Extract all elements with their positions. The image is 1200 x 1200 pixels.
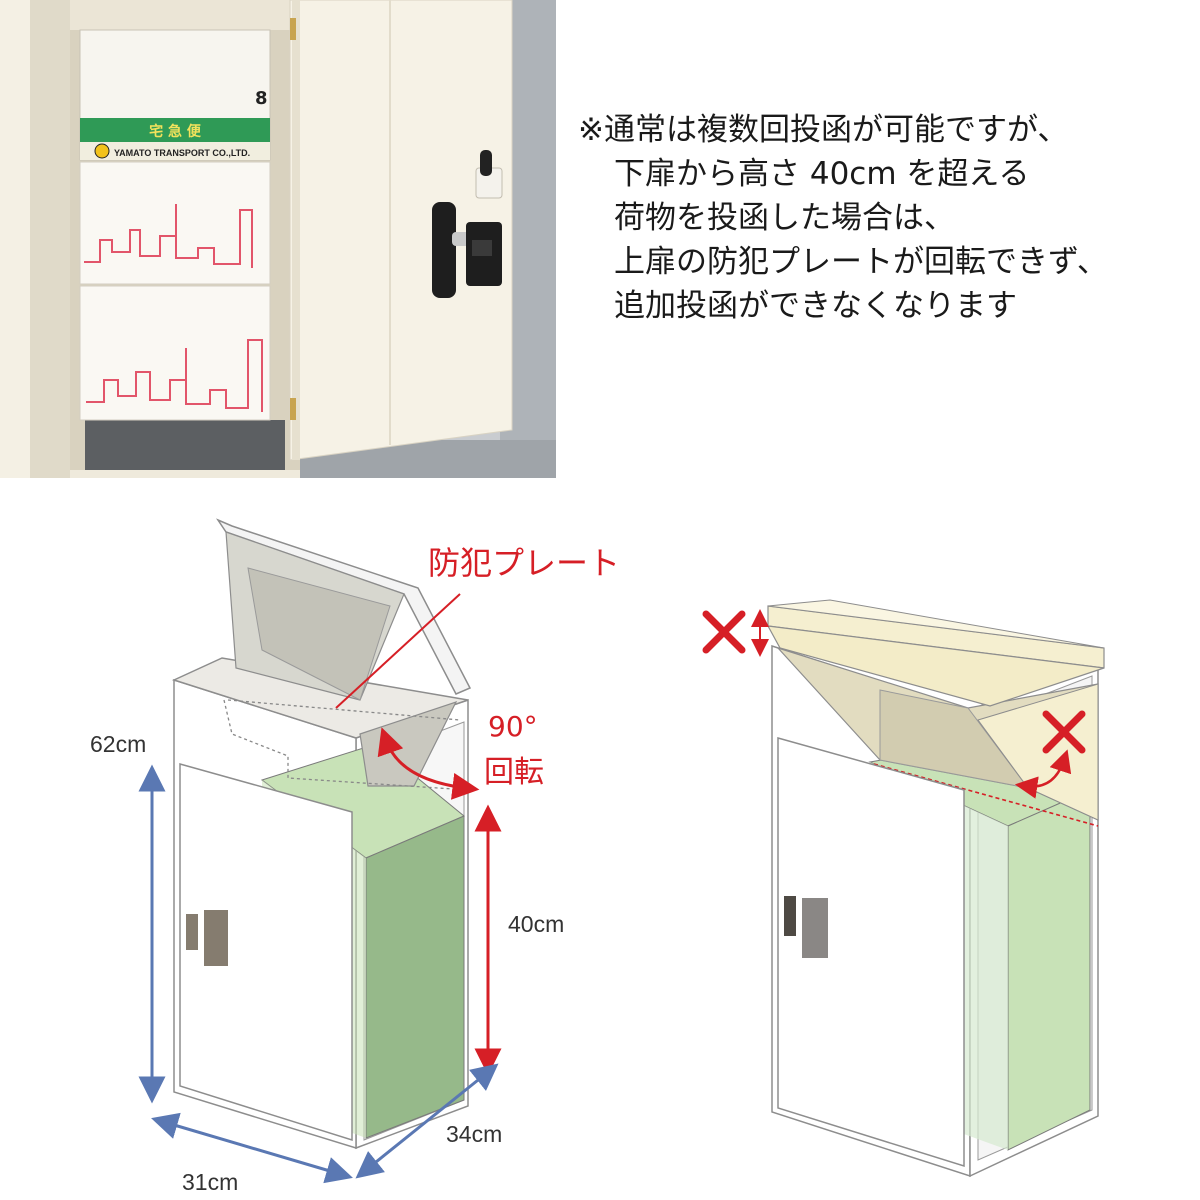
- rotation-label: 回転: [484, 755, 544, 790]
- product-photo: 8 宅 急 便 YAMATO TRANSPORT CO.,LTD.: [0, 0, 556, 478]
- right-lower-door: [777, 737, 965, 1168]
- width-label: 31cm: [182, 1169, 238, 1195]
- plate-blocked-x-icon: [1042, 710, 1086, 754]
- depth-arrow: [355, 1063, 499, 1179]
- right-diagram: [702, 599, 1105, 1178]
- note-line-1: ※通常は複数回投函が可能ですが、: [578, 112, 1069, 148]
- caution-note: ※通常は複数回投函が可能ですが、 下扉から高さ 40cm を超える 荷物を投函し…: [578, 108, 1198, 328]
- left-diagram: 防犯プレート 90° 回転 62cm 40cm 31cm 34cm: [90, 518, 620, 1195]
- height-limit-label: 40cm: [508, 911, 564, 937]
- right-parcel-side: [1007, 789, 1091, 1151]
- box-band-text: 宅 急 便: [149, 123, 202, 140]
- depth-label: 34cm: [446, 1121, 502, 1147]
- height-total-label: 62cm: [90, 731, 146, 757]
- parcel-side: [365, 815, 465, 1139]
- door-handle: [186, 914, 198, 950]
- security-plate-label: 防犯プレート: [428, 544, 620, 582]
- lid-blocked-x-icon: [702, 610, 746, 654]
- note-line-5: 追加投函ができなくなります: [614, 288, 1017, 324]
- plate-rotation-arrow: [1014, 749, 1072, 799]
- dimension-diagram: 防犯プレート 90° 回転 62cm 40cm 31cm 34cm: [90, 518, 1105, 1195]
- box-number: 8: [255, 88, 268, 109]
- note-line-2: 下扉から高さ 40cm を超える: [614, 156, 1030, 192]
- right-door-handle: [784, 896, 796, 936]
- rotation-degrees-label: 90°: [488, 710, 538, 743]
- note-line-3: 荷物を投函した場合は、: [614, 200, 955, 236]
- box-brand-text: YAMATO TRANSPORT CO.,LTD.: [114, 148, 250, 158]
- rotation-arrow: [377, 727, 480, 800]
- width-arrow: [151, 1112, 353, 1184]
- note-line-4: 上扉の防犯プレートが回転できず、: [614, 244, 1108, 280]
